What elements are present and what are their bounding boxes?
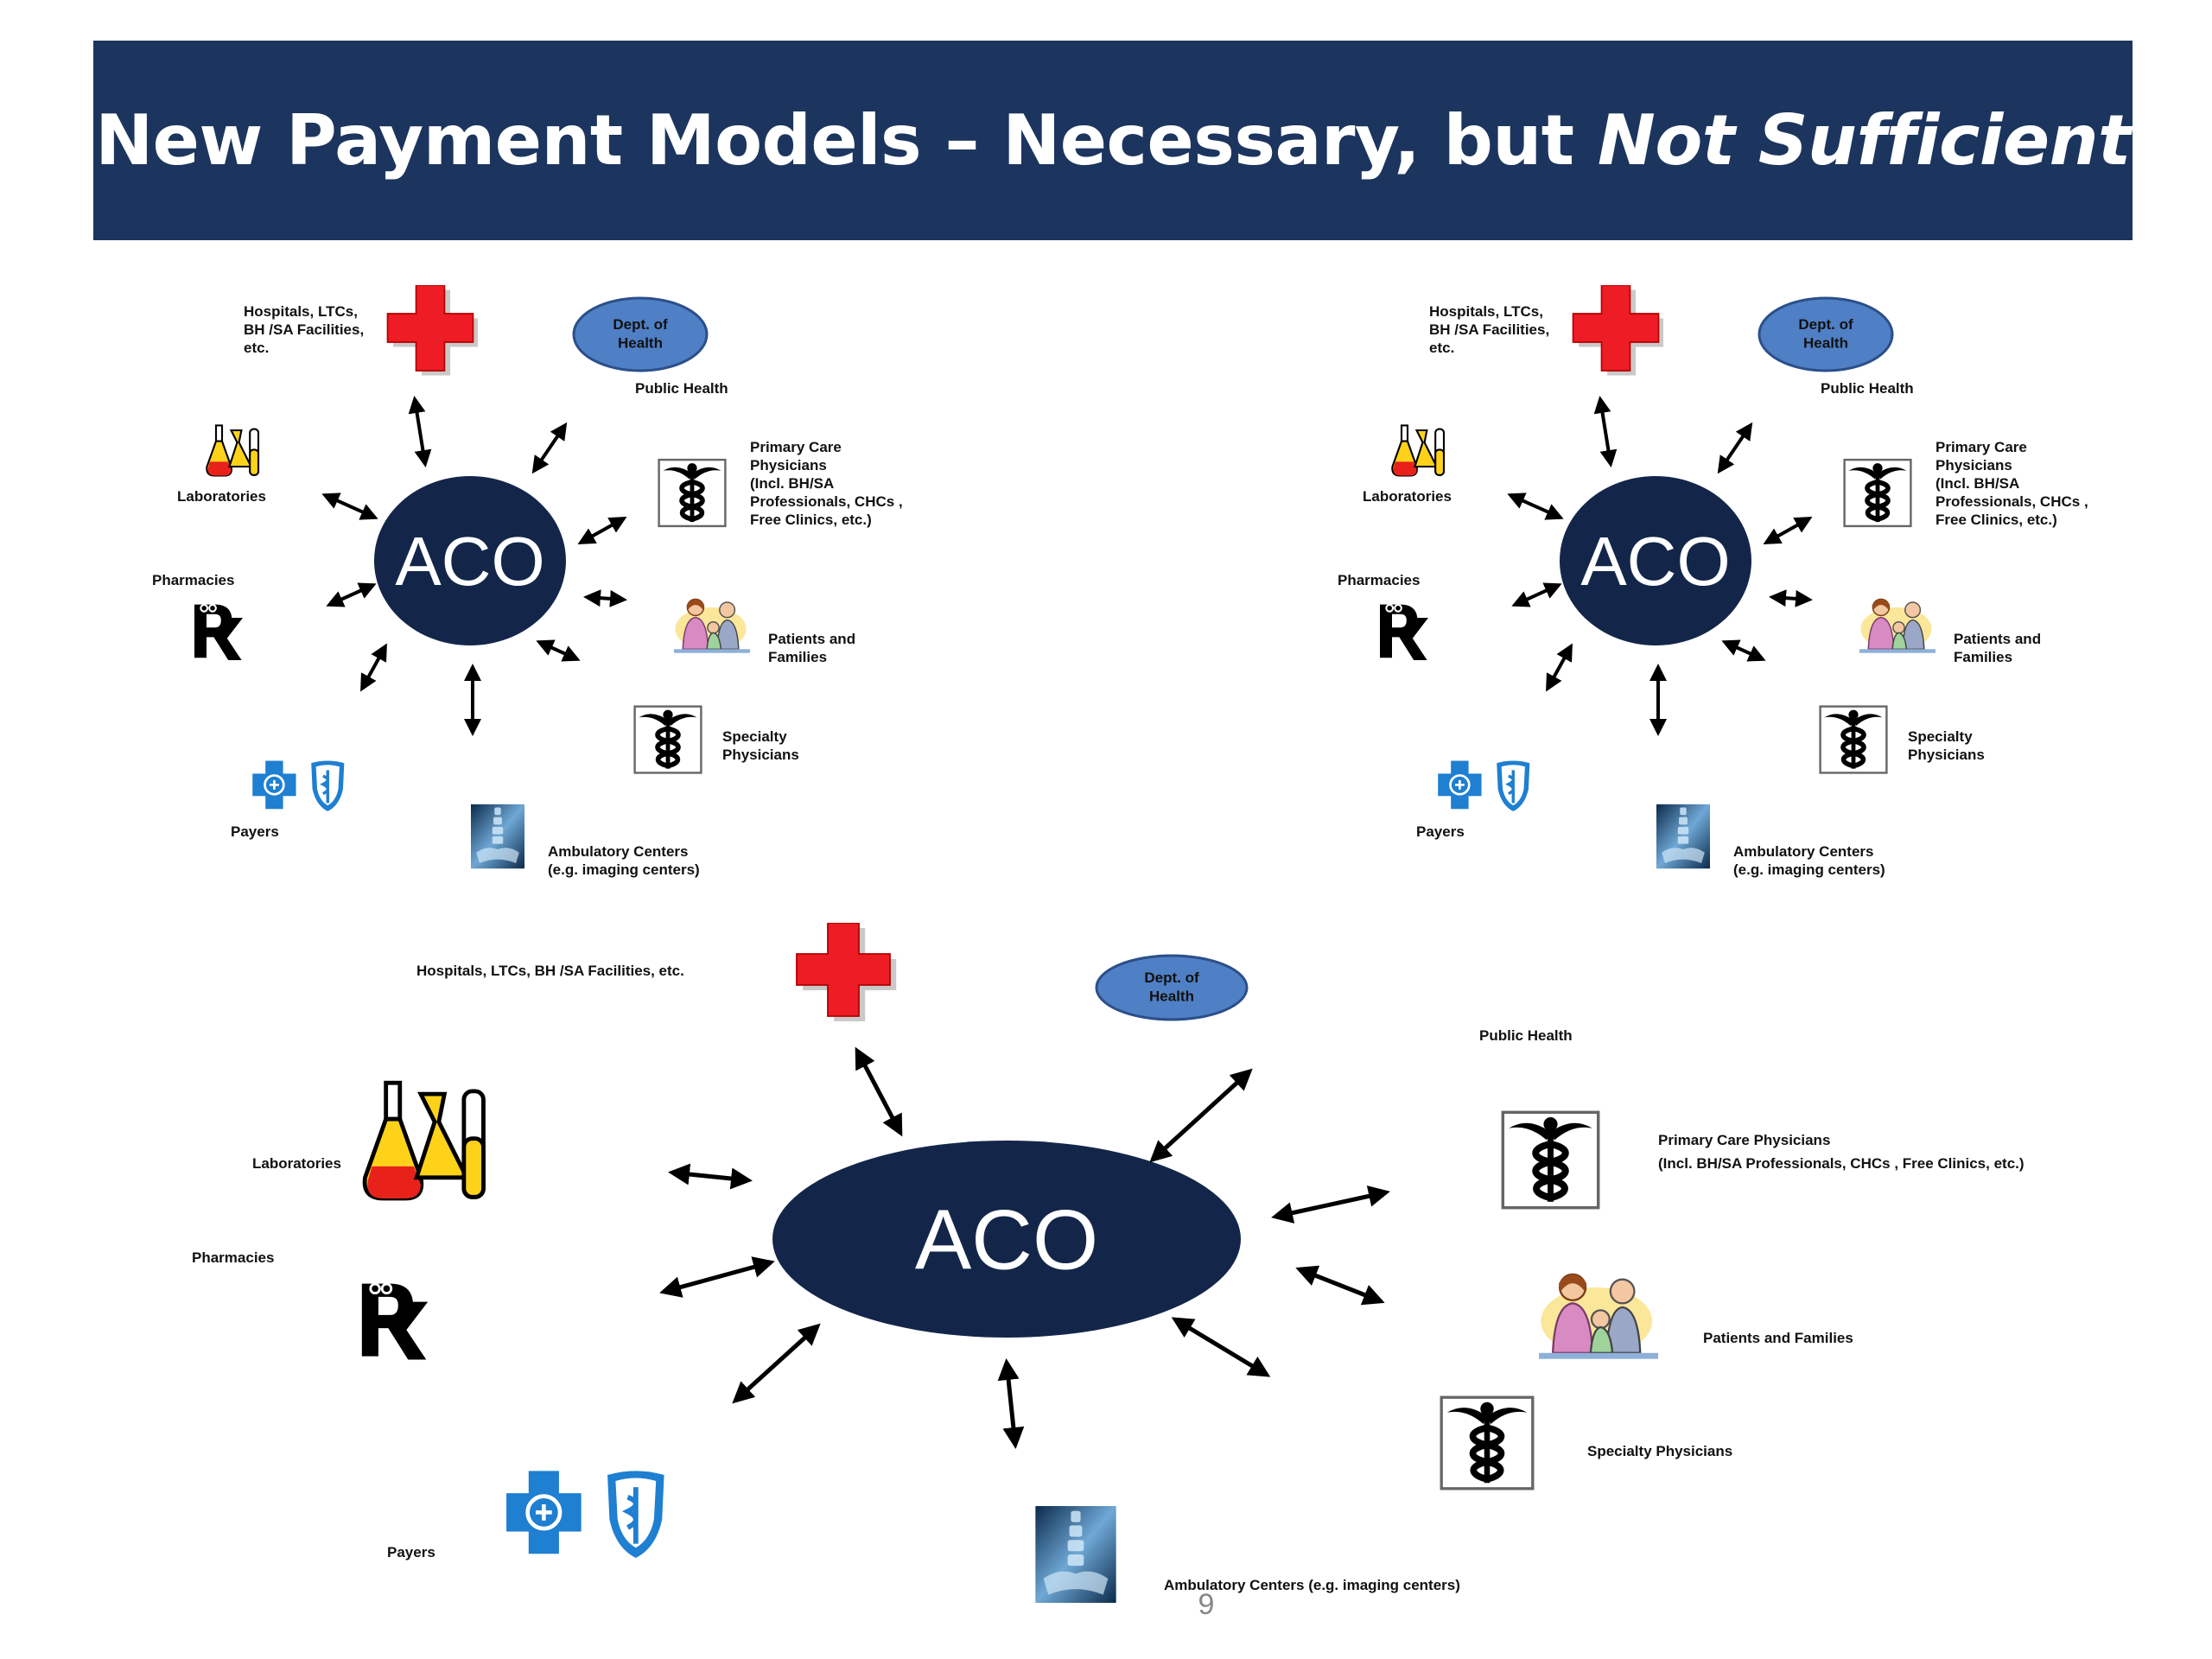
title-emphasis: Not Sufficient — [1597, 100, 2131, 181]
caduceus-icon — [1503, 1112, 1598, 1207]
red-cross-icon — [1572, 285, 1663, 377]
pharmacies-label: Pharmacies — [152, 572, 234, 588]
bcbs-icon — [251, 759, 346, 813]
red-cross-icon — [796, 923, 898, 1022]
payers-label: Payers — [387, 1544, 435, 1560]
rx-icon — [194, 603, 243, 660]
arrow-patients — [1769, 589, 1813, 607]
xray-icon — [471, 804, 524, 869]
aco-node — [374, 476, 566, 645]
public-health-label: Public Health — [1479, 1027, 1573, 1044]
arrow-specialty — [1171, 1317, 1271, 1377]
bcbs-icon — [506, 1471, 664, 1558]
caduceus-icon — [1845, 460, 1911, 526]
arrow-payers — [732, 1323, 821, 1404]
caduceus-icon — [659, 460, 726, 526]
page-number: 9 — [1198, 1588, 1215, 1621]
arrow-specialty — [536, 639, 581, 662]
ambulatory-centers-label: Ambulatory Centers(e.g. imaging centers) — [1733, 843, 1885, 878]
arrow-payers — [360, 643, 387, 692]
arrow-patients — [1295, 1265, 1385, 1306]
aco-node — [772, 1141, 1241, 1338]
laboratories-label: Laboratories — [177, 488, 266, 505]
ambulatory-centers-label: Ambulatory Centers (e.g. imaging centers… — [1164, 1577, 1460, 1593]
rx-icon — [361, 1282, 429, 1360]
xray-icon — [1035, 1506, 1116, 1603]
specialty-physicians-label: Specialty Physicians — [1587, 1443, 1732, 1459]
family-icon — [1859, 598, 1936, 654]
arrow-hospitals — [855, 1046, 903, 1137]
title-banner: New Payment Models – Necessary, but Not … — [93, 41, 2133, 240]
dept-of-health-oval — [572, 296, 709, 372]
arrow-pharmacies — [659, 1256, 775, 1298]
patients-families-label: Patients and Families — [1703, 1330, 1853, 1346]
ambulatory-centers-label: Ambulatory Centers(e.g. imaging centers) — [548, 843, 700, 878]
lab-flasks-icon — [206, 424, 260, 477]
payers-label: Payers — [231, 823, 279, 840]
arrow-pharmacies — [1511, 582, 1562, 607]
arrow-specialty — [1721, 639, 1766, 662]
arrow-patients — [583, 589, 627, 607]
hospitals-label: Hospitals, LTCs,BH /SA Facilities,etc. — [1429, 303, 1549, 356]
laboratories-label: Laboratories — [252, 1155, 341, 1172]
payers-label: Payers — [1416, 823, 1465, 840]
public-health-label: Public Health — [1821, 380, 1914, 397]
public-health-label: Public Health — [635, 380, 728, 397]
title-main: New Payment Models – Necessary, but — [95, 100, 1598, 181]
arrow-dept — [531, 422, 568, 474]
caduceus-icon — [635, 707, 702, 773]
hospitals-label: Hospitals, LTCs, BH /SA Facilities, etc. — [416, 963, 684, 979]
arrow-dept — [1717, 422, 1753, 474]
aco-node-label: ACO — [1580, 523, 1730, 600]
arrow-pharmacies — [326, 582, 377, 607]
arrow-ambulatory — [997, 1358, 1025, 1449]
caduceus-icon — [1441, 1397, 1533, 1489]
caduceus-icon — [1821, 707, 1887, 773]
aco-node-label: ACO — [395, 523, 544, 600]
pharmacies-label: Pharmacies — [192, 1249, 274, 1266]
arrow-primary — [1763, 517, 1813, 544]
slide-title: New Payment Models – Necessary, but Not … — [95, 100, 2131, 181]
arrow-primary — [577, 517, 627, 544]
arrow-dept — [1149, 1068, 1253, 1163]
family-icon — [674, 598, 750, 654]
bcbs-icon — [1436, 759, 1532, 813]
pharmacies-label: Pharmacies — [1338, 572, 1420, 588]
xray-icon — [1656, 804, 1710, 869]
primary-care-label: Primary Care Physicians(Incl. BH/SA Prof… — [1658, 1132, 2024, 1172]
dept-of-health-oval — [1095, 954, 1249, 1021]
lab-flasks-icon — [1391, 424, 1446, 477]
dept-of-health-oval — [1758, 296, 1894, 372]
arrow-primary — [1271, 1185, 1390, 1224]
arrow-hospitals — [408, 396, 432, 467]
arrow-labs — [321, 493, 378, 520]
aco-node-label: ACO — [915, 1192, 1098, 1287]
laboratories-label: Laboratories — [1363, 488, 1452, 505]
rx-icon — [1380, 603, 1428, 660]
hospitals-label: Hospitals, LTCs,BH /SA Facilities,etc. — [244, 303, 364, 356]
arrow-payers — [1546, 643, 1573, 692]
red-cross-icon — [386, 285, 478, 377]
arrow-hospitals — [1593, 396, 1618, 467]
lab-flasks-icon — [365, 1083, 483, 1198]
arrow-labs — [1507, 493, 1564, 520]
aco-node — [1560, 476, 1751, 645]
arrow-labs — [668, 1163, 753, 1190]
family-icon — [1537, 1273, 1660, 1361]
